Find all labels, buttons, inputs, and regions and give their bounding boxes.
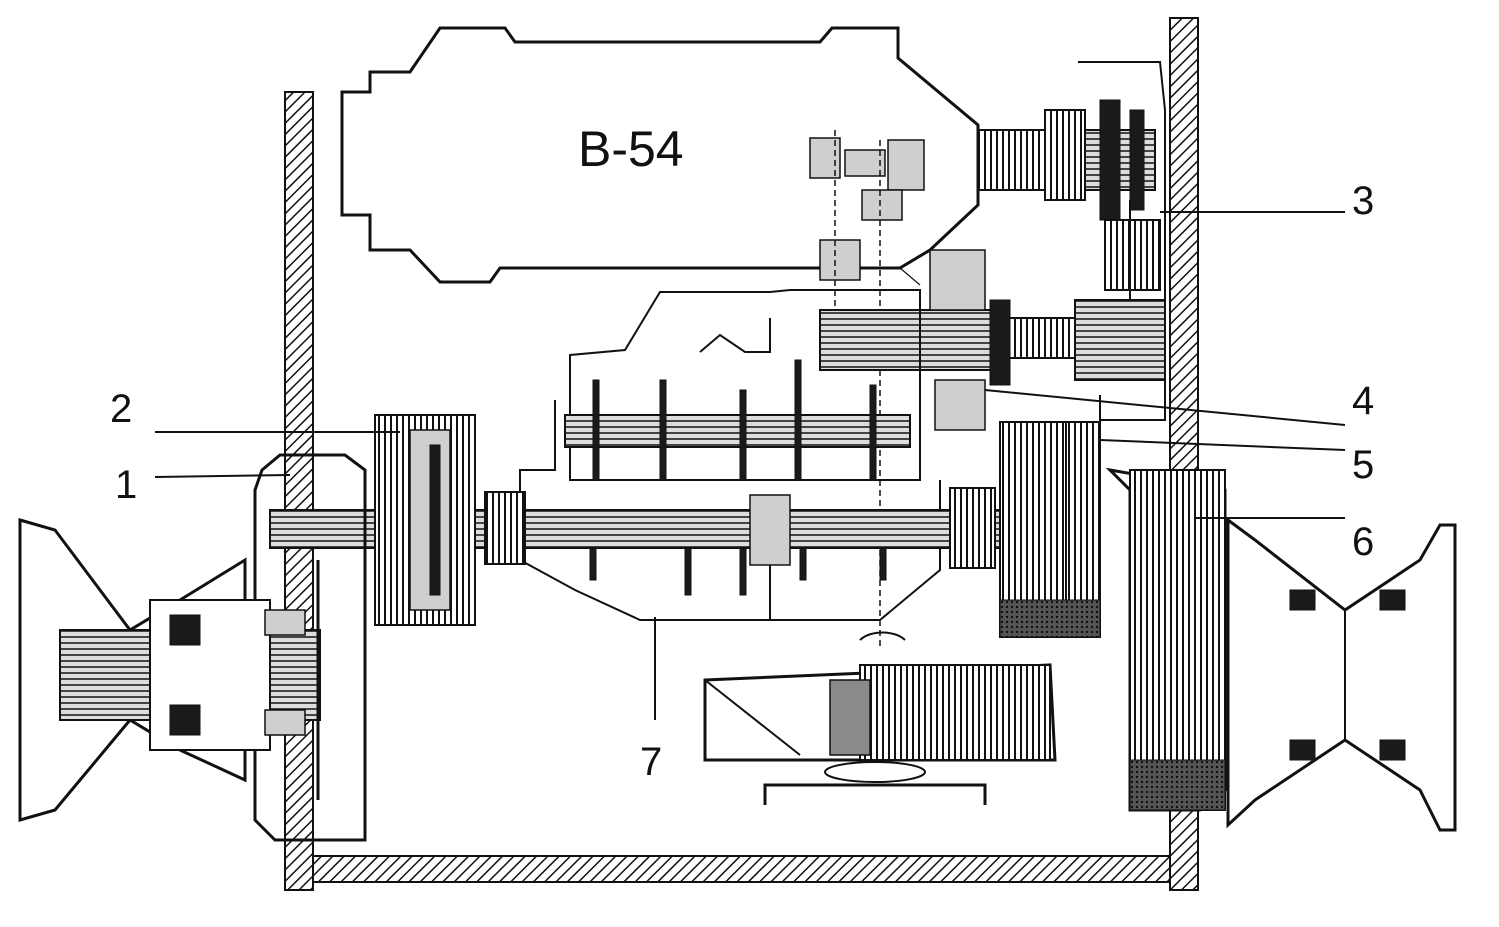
callout-1: 1 [115,463,137,507]
planetary-gearbox [819,249,1166,431]
main-clutch [374,414,476,626]
callout-3: 3 [1352,179,1374,223]
right-final-drive [999,421,1457,832]
callout-4: 4 [1352,379,1374,423]
engine-label: B-54 [578,121,684,177]
engine-outline [340,26,980,286]
callout-2: 2 [110,387,132,431]
fan-drive-gear-assembly [977,61,1166,421]
leader-lines [154,211,1346,720]
callout-7: 7 [640,740,662,784]
left-final-drive [18,453,367,842]
callout-6: 6 [1352,520,1374,564]
gearbox-schematic [809,130,925,650]
callout-5: 5 [1352,443,1374,487]
cooling-fan [703,631,1057,805]
main-gearbox-housing [519,289,941,621]
